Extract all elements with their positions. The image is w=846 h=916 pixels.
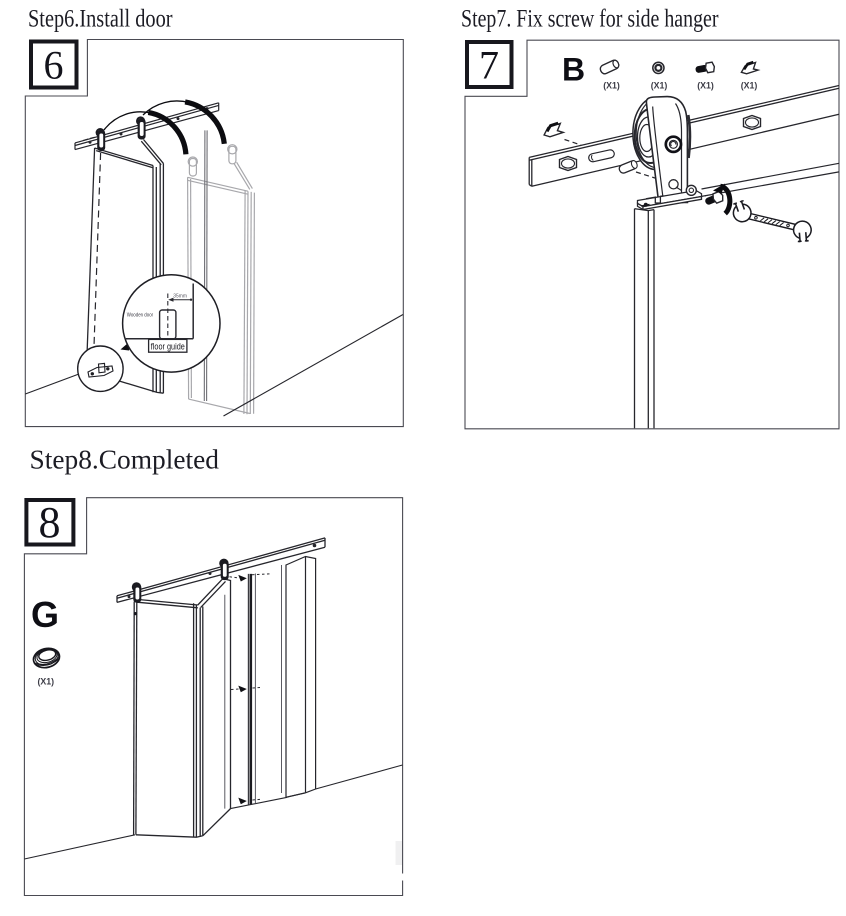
svg-text:(X1): (X1) [697,81,714,91]
svg-text:(X1): (X1) [651,81,668,91]
svg-text:7: 7 [479,43,499,88]
svg-text:(X1): (X1) [741,81,758,91]
svg-text:floor guide: floor guide [151,341,185,352]
svg-text:8: 8 [39,498,61,547]
svg-text:(X1): (X1) [37,677,54,687]
svg-text:Wooden door: Wooden door [127,313,153,319]
svg-text:G: G [31,594,59,635]
svg-text:Step8.Completed: Step8.Completed [30,445,220,475]
svg-text:35mm: 35mm [173,293,187,299]
svg-text:Step6.Install door: Step6.Install door [28,6,173,33]
svg-text:Step7. Fix screw for side hang: Step7. Fix screw for side hanger [461,6,719,33]
svg-text:B: B [562,52,585,88]
svg-text:6: 6 [44,43,64,88]
svg-text:(X1): (X1) [603,81,620,91]
